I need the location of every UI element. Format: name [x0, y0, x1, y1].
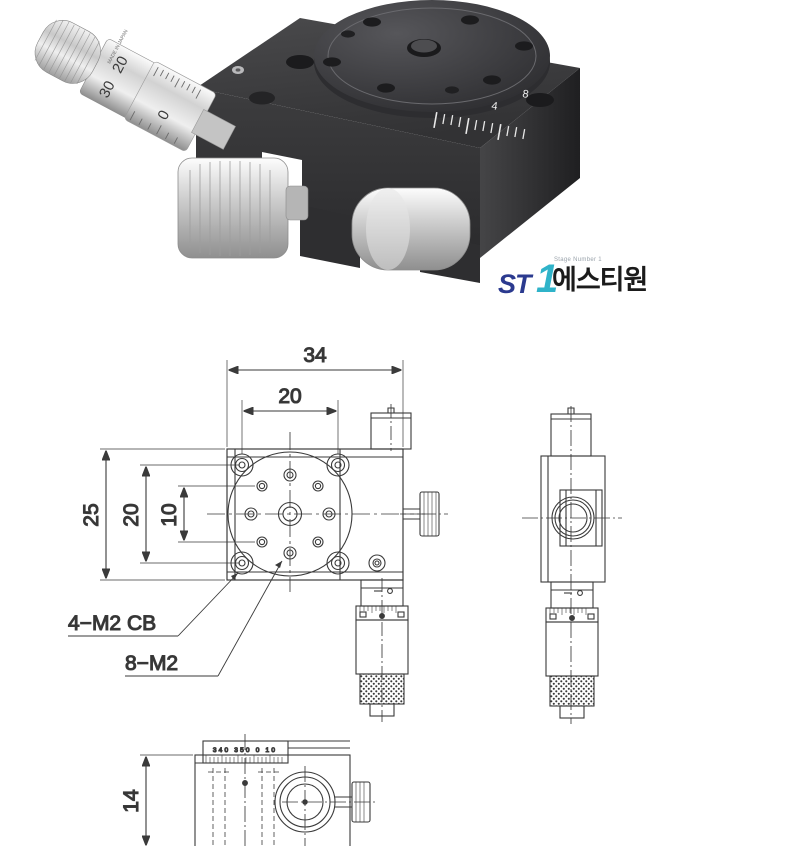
micrometer-label-30: 30 [96, 78, 119, 101]
top-view: 34 20 25 [67, 343, 448, 722]
micrometer-left: 20 30 0 MADE IN JAPAN [34, 19, 236, 151]
dimension-14-label: 14 [120, 789, 143, 813]
dimension-20-horizontal: 20 [241, 384, 339, 454]
rotary-disc [314, 0, 550, 118]
clamp-knob-right [351, 187, 471, 271]
logo-mark-one: 1 [536, 257, 559, 301]
vernier-scale [433, 111, 526, 141]
company-logo: ST 1 Stage Number 1 에스티원 [498, 255, 678, 307]
product-photo: 4 8 [0, 0, 680, 310]
logo-korean-name: 에스티원 [552, 265, 648, 295]
top-hole [249, 91, 275, 105]
side-knob [400, 491, 448, 537]
dimension-34-label: 34 [303, 344, 327, 367]
clamp-knob-left [177, 157, 309, 259]
bottom-micrometer [355, 578, 409, 722]
top-hole [526, 93, 554, 107]
engineering-drawing: 34 20 25 [0, 320, 800, 846]
side-view [522, 406, 622, 724]
vernier-label-4: 4 [491, 100, 499, 113]
vernier-label-8: 8 [522, 88, 530, 101]
top-hole [286, 55, 314, 69]
callout-8m2-label: 8−M2 [125, 652, 178, 675]
front-view-ruler-label: 340 350 0 10 [213, 747, 277, 754]
dimension-25-label: 25 [80, 503, 103, 526]
callout-4m2cb-label: 4−M2 CB [68, 612, 156, 635]
dimension-10: 10 [157, 485, 255, 543]
dimension-10-label: 10 [158, 503, 181, 526]
dimension-34: 34 [226, 343, 404, 447]
dimension-20-vertical: 20 [119, 464, 240, 564]
front-view: 340 350 0 10 [119, 734, 378, 846]
callout-8m2: 8−M2 [124, 560, 283, 677]
logo-mark-st: ST [498, 269, 532, 299]
micrometer-label-20: 20 [109, 53, 132, 76]
dimension-20-horizontal-label: 20 [278, 385, 301, 408]
callout-4m2cb: 4−M2 CB [67, 572, 239, 637]
dimension-14: 14 [119, 754, 193, 846]
logo-tagline: Stage Number 1 [554, 257, 602, 263]
dimension-20-vertical-label: 20 [120, 503, 143, 526]
dimension-25: 25 [79, 448, 225, 581]
